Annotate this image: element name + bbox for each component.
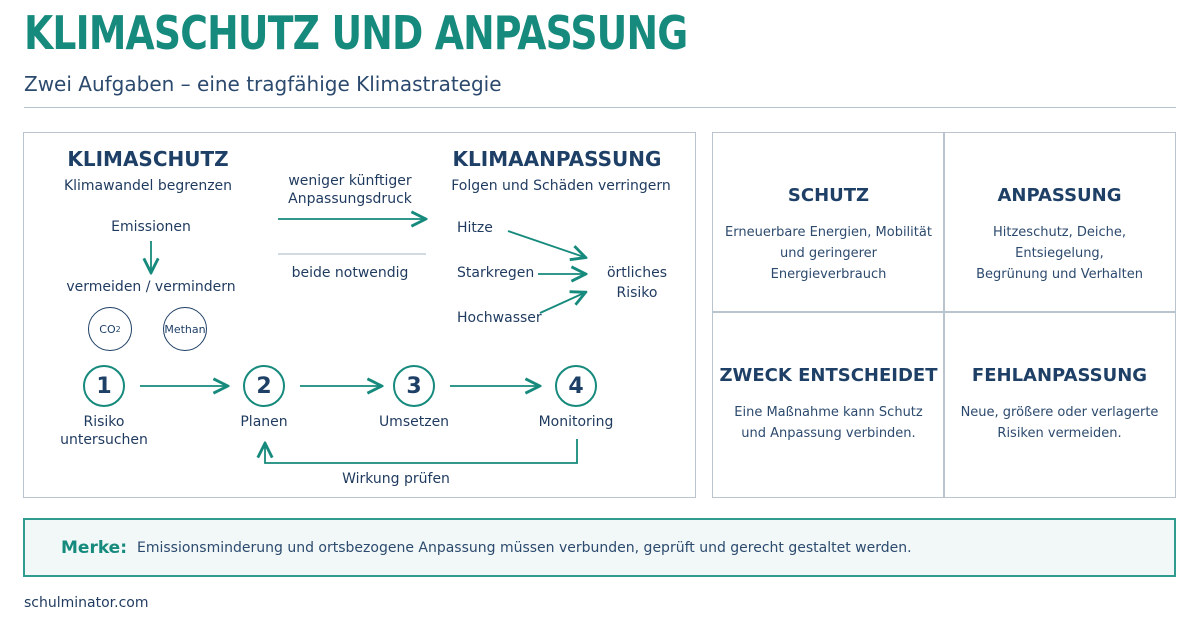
cell-line: Hitzeschutz, Deiche, Entsiegelung, <box>992 225 1127 261</box>
step-3-number: 3 <box>393 365 435 407</box>
risk-label-1: örtliches <box>606 265 668 281</box>
cell-description: Hitzeschutz, Deiche, Entsiegelung, Begrü… <box>944 222 1175 285</box>
step-4-number: 4 <box>555 365 597 407</box>
cell-line: Risiken vermeiden. <box>997 426 1122 441</box>
cell-title: ANPASSUNG <box>997 185 1122 206</box>
merke-label: Merke: <box>61 537 128 558</box>
reduce-label: vermeiden / vermindern <box>66 279 236 295</box>
grid-horizontal-divider <box>713 311 1175 313</box>
page-subtitle: Zwei Aufgaben – eine tragfähige Klimastr… <box>24 72 502 96</box>
feedback-loop-arrow <box>265 439 578 464</box>
klimaanpassung-title: KLIMAANPASSUNG <box>452 147 662 171</box>
step-3-label: Umsetzen <box>378 414 450 430</box>
merke-box: Merke: Emissionsminderung und ortsbezoge… <box>23 518 1176 577</box>
cell-title: ZWECK ENTSCHEIDET <box>719 365 938 386</box>
step-2-number: 2 <box>243 365 285 407</box>
page-title: KLIMASCHUTZ UND ANPASSUNG <box>24 6 688 60</box>
cell-line: Begrünung und Verhalten <box>976 267 1143 282</box>
cell-line: Eine Maßnahme kann Schutz <box>734 405 923 420</box>
step-4-label: Monitoring <box>538 414 614 430</box>
cell-description: Erneuerbare Energien, Mobilität und geri… <box>713 222 944 285</box>
hazard-starkregen: Starkregen <box>457 265 535 281</box>
cell-line: und Anpassung verbinden. <box>741 426 916 441</box>
cell-line: und geringerer Energieverbrauch <box>770 246 887 282</box>
hitze-arrow <box>507 230 584 257</box>
klimaschutz-title: KLIMASCHUTZ <box>67 147 229 171</box>
measures-grid: SCHUTZ Erneuerbare Energien, Mobilität u… <box>712 132 1176 498</box>
emissions-label: Emissionen <box>111 219 191 235</box>
hazard-hitze: Hitze <box>457 220 493 236</box>
diagram-arrows <box>140 133 697 464</box>
grid-cell-fehlanpassung: FEHLANPASSUNG Neue, größere oder verlage… <box>944 313 1175 495</box>
co2-subscript: 2 <box>115 324 121 334</box>
step-2-label: Planen <box>240 414 288 430</box>
middle-arrow-label-2: Anpassungsdruck <box>288 191 412 207</box>
methan-text: Methan <box>164 322 206 336</box>
cell-line: Neue, größere oder verlagerte <box>960 405 1159 420</box>
hazard-hochwasser: Hochwasser <box>457 310 542 326</box>
step-1-number: 1 <box>83 365 125 407</box>
both-needed-label: beide notwendig <box>291 265 409 281</box>
cell-title: FEHLANPASSUNG <box>971 365 1148 386</box>
footer-site: schulminator.com <box>24 595 149 611</box>
methan-bubble: Methan <box>163 307 207 351</box>
header-divider <box>24 107 1176 108</box>
loop-label: Wirkung prüfen <box>342 471 450 487</box>
grid-cell-anpassung: ANPASSUNG Hitzeschutz, Deiche, Entsiegel… <box>944 133 1175 315</box>
grid-cell-zweck: ZWECK ENTSCHEIDET Eine Maßnahme kann Sch… <box>713 313 944 495</box>
klimaschutz-subtitle: Klimawandel begrenzen <box>63 178 233 194</box>
cell-title: SCHUTZ <box>787 185 870 206</box>
cell-description: Eine Maßnahme kann Schutz und Anpassung … <box>713 402 944 444</box>
cell-line: Erneuerbare Energien, Mobilität <box>725 225 932 240</box>
klimaanpassung-subtitle: Folgen und Schäden verringern <box>451 178 671 194</box>
middle-arrow-label-1: weniger künftiger <box>288 173 412 189</box>
merke-text: Emissionsminderung und ortsbezogene Anpa… <box>137 539 912 556</box>
step-1-label-2: untersuchen <box>60 432 148 448</box>
risk-label-2: Risiko <box>616 285 658 301</box>
grid-vertical-divider <box>943 133 945 497</box>
grid-cell-schutz: SCHUTZ Erneuerbare Energien, Mobilität u… <box>713 133 944 315</box>
diagram-panel: KLIMASCHUTZ Klimawandel begrenzen Emissi… <box>23 132 696 498</box>
co2-text: CO <box>99 322 116 336</box>
hochwasser-arrow <box>539 293 584 314</box>
cell-description: Neue, größere oder verlagerte Risiken ve… <box>944 402 1175 444</box>
step-1-label-1: Risiko <box>83 414 125 430</box>
